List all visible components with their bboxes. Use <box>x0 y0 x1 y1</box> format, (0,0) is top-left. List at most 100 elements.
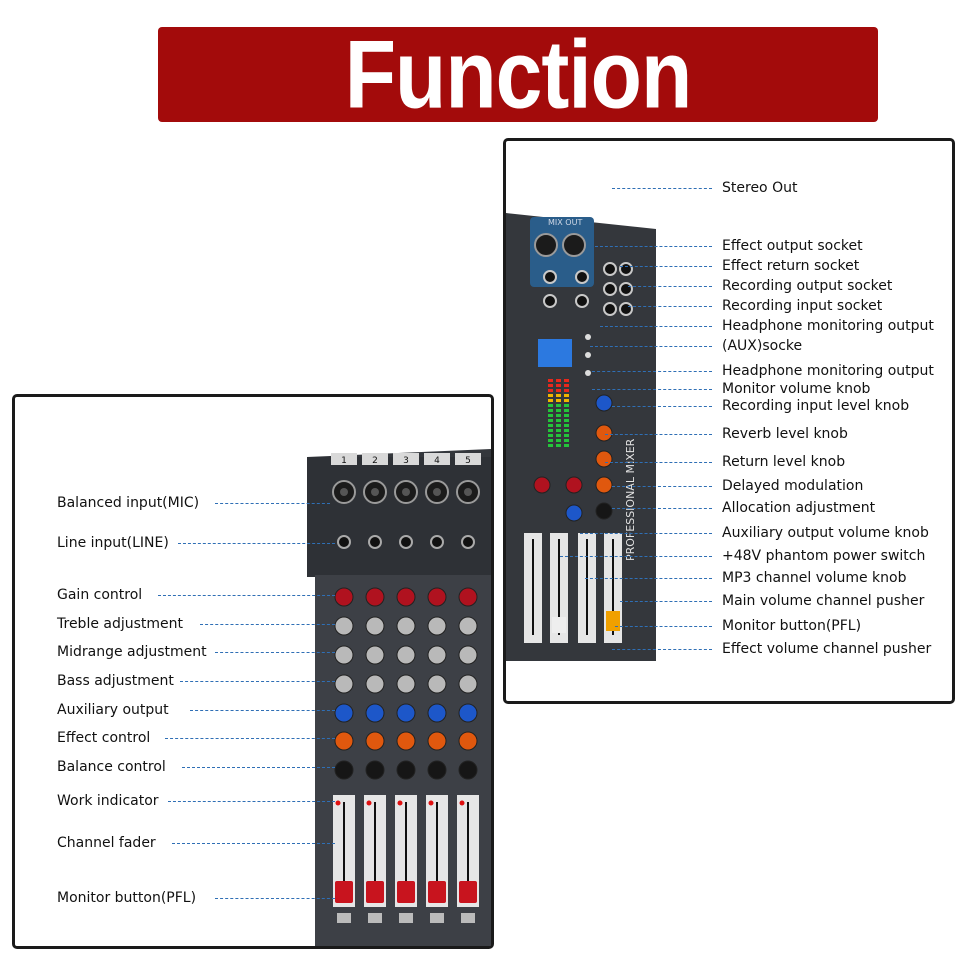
line-jack-icon[interactable] <box>368 535 382 549</box>
treble-knob[interactable] <box>458 616 478 636</box>
aux-knob[interactable] <box>334 703 354 723</box>
master-knob[interactable] <box>595 394 613 412</box>
fader-cap[interactable] <box>459 881 477 903</box>
callout-label: Stereo Out <box>722 180 798 196</box>
stereo-out-xlr-icon[interactable] <box>534 233 558 257</box>
jack-socket-icon[interactable] <box>575 270 589 284</box>
bass-knob[interactable] <box>396 674 416 694</box>
pfl-button[interactable] <box>430 913 444 923</box>
jack-socket-icon[interactable] <box>619 262 633 276</box>
fader-cap[interactable] <box>397 881 415 903</box>
leader-line <box>172 843 335 844</box>
channel-number: 5 <box>465 456 471 466</box>
callout-label: Midrange adjustment <box>57 644 207 660</box>
jack-socket-icon[interactable] <box>619 282 633 296</box>
treble-knob[interactable] <box>396 616 416 636</box>
leader-line <box>592 371 712 372</box>
pfl-button[interactable] <box>337 913 351 923</box>
bass-knob[interactable] <box>365 674 385 694</box>
fader-cap[interactable] <box>366 881 384 903</box>
callout-label: Bass adjustment <box>57 673 174 689</box>
bass-knob[interactable] <box>458 674 478 694</box>
effect-knob[interactable] <box>365 731 385 751</box>
fader-cap[interactable] <box>552 617 566 633</box>
leader-line <box>612 649 712 650</box>
callout-label: Gain control <box>57 587 143 603</box>
fader-cap[interactable] <box>428 881 446 903</box>
master-knob[interactable] <box>565 504 583 522</box>
pan-knob[interactable] <box>396 760 416 780</box>
jack-socket-icon[interactable] <box>543 270 557 284</box>
master-knob[interactable] <box>595 502 613 520</box>
jack-socket-icon[interactable] <box>603 282 617 296</box>
leader-line <box>620 601 712 602</box>
leader-line <box>585 578 712 579</box>
pan-knob[interactable] <box>365 760 385 780</box>
pan-knob[interactable] <box>458 760 478 780</box>
aux-knob[interactable] <box>396 703 416 723</box>
aux-knob[interactable] <box>365 703 385 723</box>
work-indicator-icon <box>335 800 341 806</box>
jack-socket-icon[interactable] <box>575 294 589 308</box>
aux-knob[interactable] <box>458 703 478 723</box>
treble-knob[interactable] <box>365 616 385 636</box>
leader-line <box>168 801 335 802</box>
monitor-pfl-button[interactable] <box>606 611 620 631</box>
mix-out-label: MIX OUT <box>548 218 582 227</box>
mid-knob[interactable] <box>365 645 385 665</box>
leader-line <box>612 406 712 407</box>
callout-label: Monitor volume knob <box>722 381 871 397</box>
master-knob[interactable] <box>595 424 613 442</box>
mid-knob[interactable] <box>396 645 416 665</box>
master-knob[interactable] <box>595 450 613 468</box>
line-jack-icon[interactable] <box>399 535 413 549</box>
master-knob[interactable] <box>533 476 551 494</box>
jack-socket-icon[interactable] <box>603 302 617 316</box>
fader-cap[interactable] <box>335 881 353 903</box>
effect-knob[interactable] <box>458 731 478 751</box>
mid-knob[interactable] <box>458 645 478 665</box>
effect-knob[interactable] <box>396 731 416 751</box>
mid-knob[interactable] <box>427 645 447 665</box>
aux-knob[interactable] <box>427 703 447 723</box>
pfl-button[interactable] <box>461 913 475 923</box>
jack-socket-icon[interactable] <box>619 302 633 316</box>
master-knob[interactable] <box>565 476 583 494</box>
callout-label: (AUX)socke <box>722 338 803 354</box>
effect-knob[interactable] <box>427 731 447 751</box>
pan-knob[interactable] <box>427 760 447 780</box>
pfl-button[interactable] <box>368 913 382 923</box>
channel-number: 4 <box>434 456 440 466</box>
gain-knob[interactable] <box>365 587 385 607</box>
master-knob[interactable] <box>595 476 613 494</box>
gain-knob[interactable] <box>396 587 416 607</box>
gain-knob[interactable] <box>427 587 447 607</box>
line-jack-icon[interactable] <box>430 535 444 549</box>
jack-socket-icon[interactable] <box>603 262 617 276</box>
leader-line <box>605 434 712 435</box>
bass-knob[interactable] <box>334 674 354 694</box>
pfl-button[interactable] <box>399 913 413 923</box>
callout-label: Effect output socket <box>722 238 863 254</box>
leader-line <box>628 306 712 307</box>
mid-knob[interactable] <box>334 645 354 665</box>
stereo-out-xlr-icon[interactable] <box>562 233 586 257</box>
callout-label: Recording output socket <box>722 278 893 294</box>
effect-knob[interactable] <box>334 731 354 751</box>
gain-knob[interactable] <box>334 587 354 607</box>
leader-line <box>615 626 712 627</box>
leader-line <box>620 266 712 267</box>
line-jack-icon[interactable] <box>461 535 475 549</box>
callout-label: Monitor button(PFL) <box>722 618 862 634</box>
bass-knob[interactable] <box>427 674 447 694</box>
pan-knob[interactable] <box>334 760 354 780</box>
callout-label: Reverb level knob <box>722 426 848 442</box>
treble-knob[interactable] <box>334 616 354 636</box>
treble-knob[interactable] <box>427 616 447 636</box>
line-jack-icon[interactable] <box>337 535 351 549</box>
jack-socket-icon[interactable] <box>543 294 557 308</box>
gain-knob[interactable] <box>458 587 478 607</box>
callout-label: Effect return socket <box>722 258 860 274</box>
